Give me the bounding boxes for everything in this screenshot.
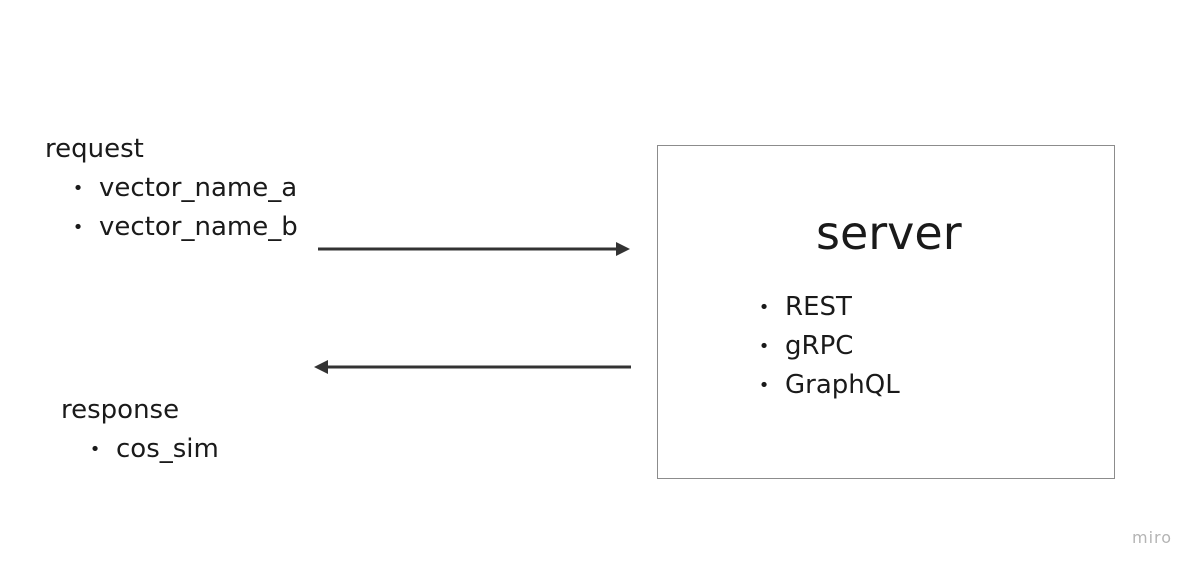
bullet-icon: • — [758, 297, 770, 318]
server-protocol-label: gRPC — [785, 331, 854, 361]
bullet-icon: • — [72, 178, 84, 199]
server-protocol-item: • REST — [757, 288, 977, 327]
server-protocol-list: • REST • gRPC • GraphQL — [757, 288, 977, 405]
server-protocol-item: • GraphQL — [757, 366, 977, 405]
server-protocol-label: GraphQL — [785, 370, 900, 400]
request-arrow — [318, 242, 630, 256]
miro-watermark: miro — [1132, 528, 1173, 547]
response-field-label: cos_sim — [116, 434, 219, 464]
request-field-item: • vector_name_b — [71, 208, 351, 247]
arrow-left-icon — [314, 360, 328, 374]
response-arrow — [314, 360, 631, 374]
response-field-list: • cos_sim — [88, 430, 288, 469]
response-title: response — [61, 395, 180, 425]
bullet-icon: • — [758, 336, 770, 357]
request-field-label: vector_name_a — [99, 173, 298, 203]
bullet-icon: • — [89, 439, 101, 460]
server-protocol-label: REST — [785, 292, 852, 322]
server-title: server — [816, 206, 962, 260]
bullet-icon: • — [72, 217, 84, 238]
bullet-icon: • — [758, 375, 770, 396]
response-field-item: • cos_sim — [88, 430, 288, 469]
request-title: request — [45, 134, 144, 164]
arrow-right-icon — [616, 242, 630, 256]
request-field-item: • vector_name_a — [71, 169, 351, 208]
server-protocol-item: • gRPC — [757, 327, 977, 366]
request-field-list: • vector_name_a • vector_name_b — [71, 169, 351, 247]
request-field-label: vector_name_b — [99, 212, 298, 242]
server-box — [657, 145, 1115, 479]
